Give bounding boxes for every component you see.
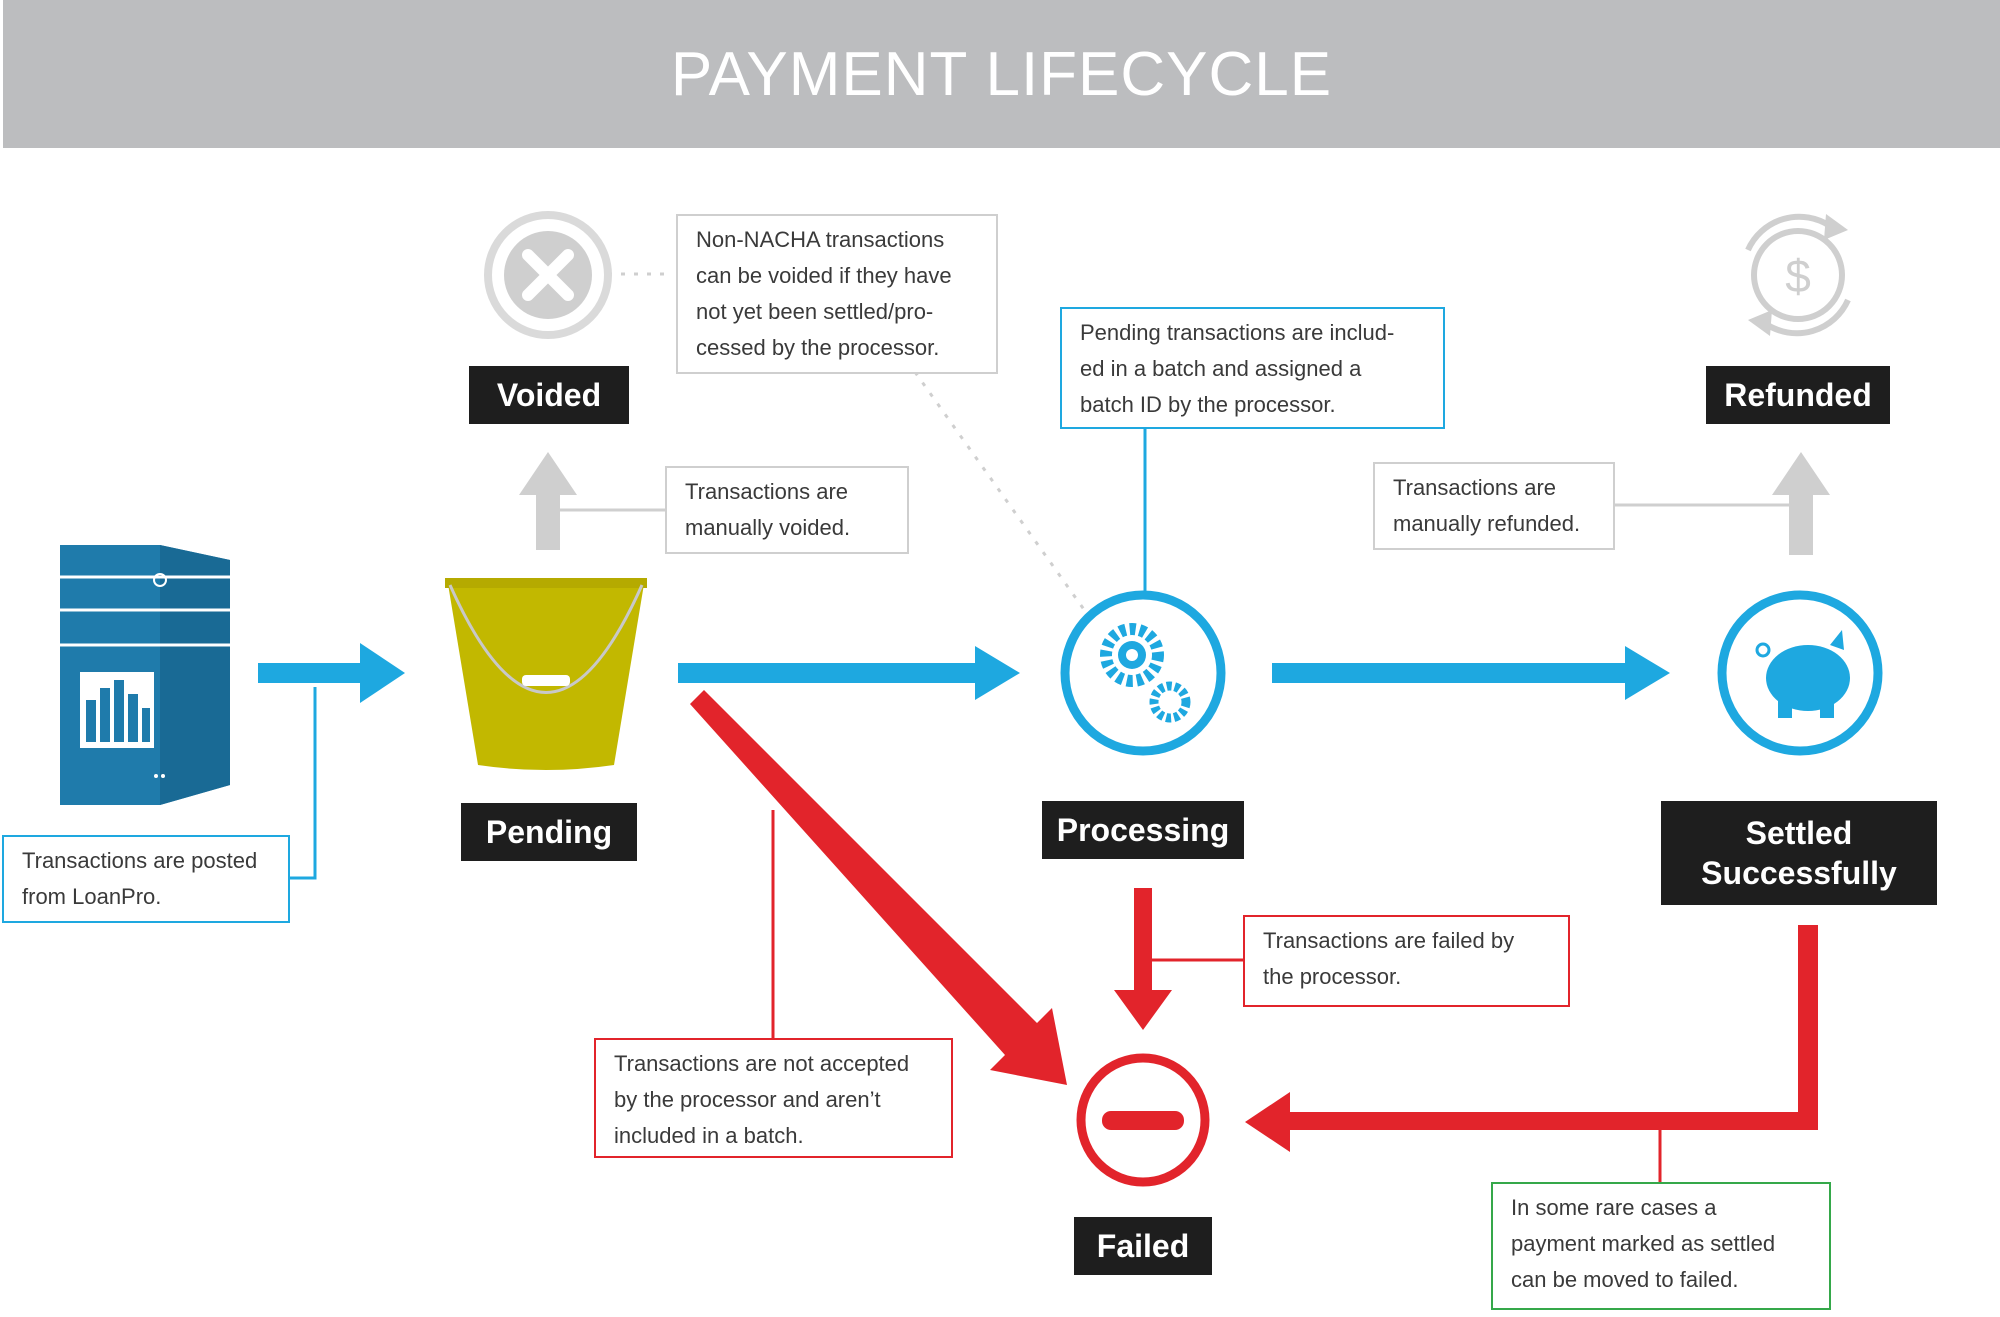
label-settled-line2: Successfully xyxy=(1701,855,1897,891)
note-batch-line: ed in a batch and assigned a xyxy=(1080,356,1362,381)
note-failed-by-processor: Transactions are failed by the processor… xyxy=(1243,915,1570,1007)
arrow-processing-to-failed xyxy=(1114,888,1172,1030)
note-voided-manually-line: manually voided. xyxy=(685,515,851,540)
label-settled: Settled Successfully xyxy=(1661,801,1937,905)
arrow-settled-to-failed xyxy=(1245,925,1818,1152)
connectors xyxy=(288,272,1800,1182)
note-refunded-manually-line: Transactions are xyxy=(1393,475,1557,500)
arrow-server-to-pending xyxy=(258,643,405,703)
note-posted-line: Transactions are posted xyxy=(22,848,258,873)
note-non-nacha-line: not yet been settled/pro- xyxy=(696,299,934,324)
note-not-accepted-line: Transactions are not accepted xyxy=(614,1051,910,1076)
label-processing: Processing xyxy=(1042,801,1244,859)
refund-dollar-icon: $ xyxy=(1745,213,1851,337)
label-refunded: Refunded xyxy=(1706,366,1890,424)
server-icon xyxy=(60,545,230,805)
label-settled-line1: Settled xyxy=(1745,815,1853,851)
flow-arrows xyxy=(258,643,1670,703)
note-non-nacha: Non-NACHA transactions can be voided if … xyxy=(676,214,998,374)
label-pending: Pending xyxy=(461,803,637,861)
bucket-icon xyxy=(445,578,647,770)
x-circle-icon xyxy=(484,211,612,339)
note-voided-manually: Transactions are manually voided. xyxy=(665,466,909,554)
note-non-nacha-line: cessed by the processor. xyxy=(696,335,940,360)
label-voided: Voided xyxy=(469,366,629,424)
note-non-nacha-line: Non-NACHA transactions xyxy=(696,227,945,252)
note-rare-cases-line: payment marked as settled xyxy=(1511,1231,1776,1256)
arrow-processing-to-settled xyxy=(1272,646,1670,700)
minus-circle-icon xyxy=(1076,1053,1210,1187)
note-refunded-manually-line: manually refunded. xyxy=(1393,511,1581,536)
note-batch-line: Pending transactions are includ- xyxy=(1080,320,1395,345)
header-bar: PAYMENT LIFECYCLE xyxy=(3,0,2000,148)
note-voided-manually-line: Transactions are xyxy=(685,479,849,504)
gears-icon xyxy=(1060,590,1226,756)
gray-arrows xyxy=(519,452,1830,555)
piggy-bank-icon xyxy=(1717,590,1883,756)
note-batch: Pending transactions are includ- ed in a… xyxy=(1060,307,1445,429)
note-not-accepted-line: by the processor and aren’t xyxy=(614,1087,881,1112)
note-not-accepted: Transactions are not accepted by the pro… xyxy=(594,1038,953,1158)
arrow-pending-to-voided xyxy=(519,452,577,550)
note-refunded-manually: Transactions are manually refunded. xyxy=(1373,462,1615,550)
svg-text:$: $ xyxy=(1785,250,1811,302)
note-failed-by-processor-line: the processor. xyxy=(1263,964,1402,989)
fail-arrows xyxy=(690,690,1818,1152)
note-posted: Transactions are posted from LoanPro. xyxy=(2,835,290,923)
note-rare-cases-line: can be moved to failed. xyxy=(1511,1267,1739,1292)
note-batch-line: batch ID by the processor. xyxy=(1080,392,1336,417)
page-title: PAYMENT LIFECYCLE xyxy=(670,39,1333,109)
note-failed-by-processor-line: Transactions are failed by xyxy=(1263,928,1515,953)
note-rare-cases-line: In some rare cases a xyxy=(1511,1195,1717,1220)
note-not-accepted-line: included in a batch. xyxy=(614,1123,804,1148)
note-rare-cases: In some rare cases a payment marked as s… xyxy=(1491,1182,1831,1310)
connector-posted xyxy=(288,687,317,880)
arrow-settled-to-refunded xyxy=(1772,452,1830,555)
note-posted-line: from LoanPro. xyxy=(22,884,162,909)
arrow-pending-to-failed xyxy=(690,690,1067,1085)
arrow-pending-to-processing xyxy=(678,646,1020,700)
label-failed: Failed xyxy=(1074,1217,1212,1275)
note-non-nacha-line: can be voided if they have xyxy=(696,263,952,288)
